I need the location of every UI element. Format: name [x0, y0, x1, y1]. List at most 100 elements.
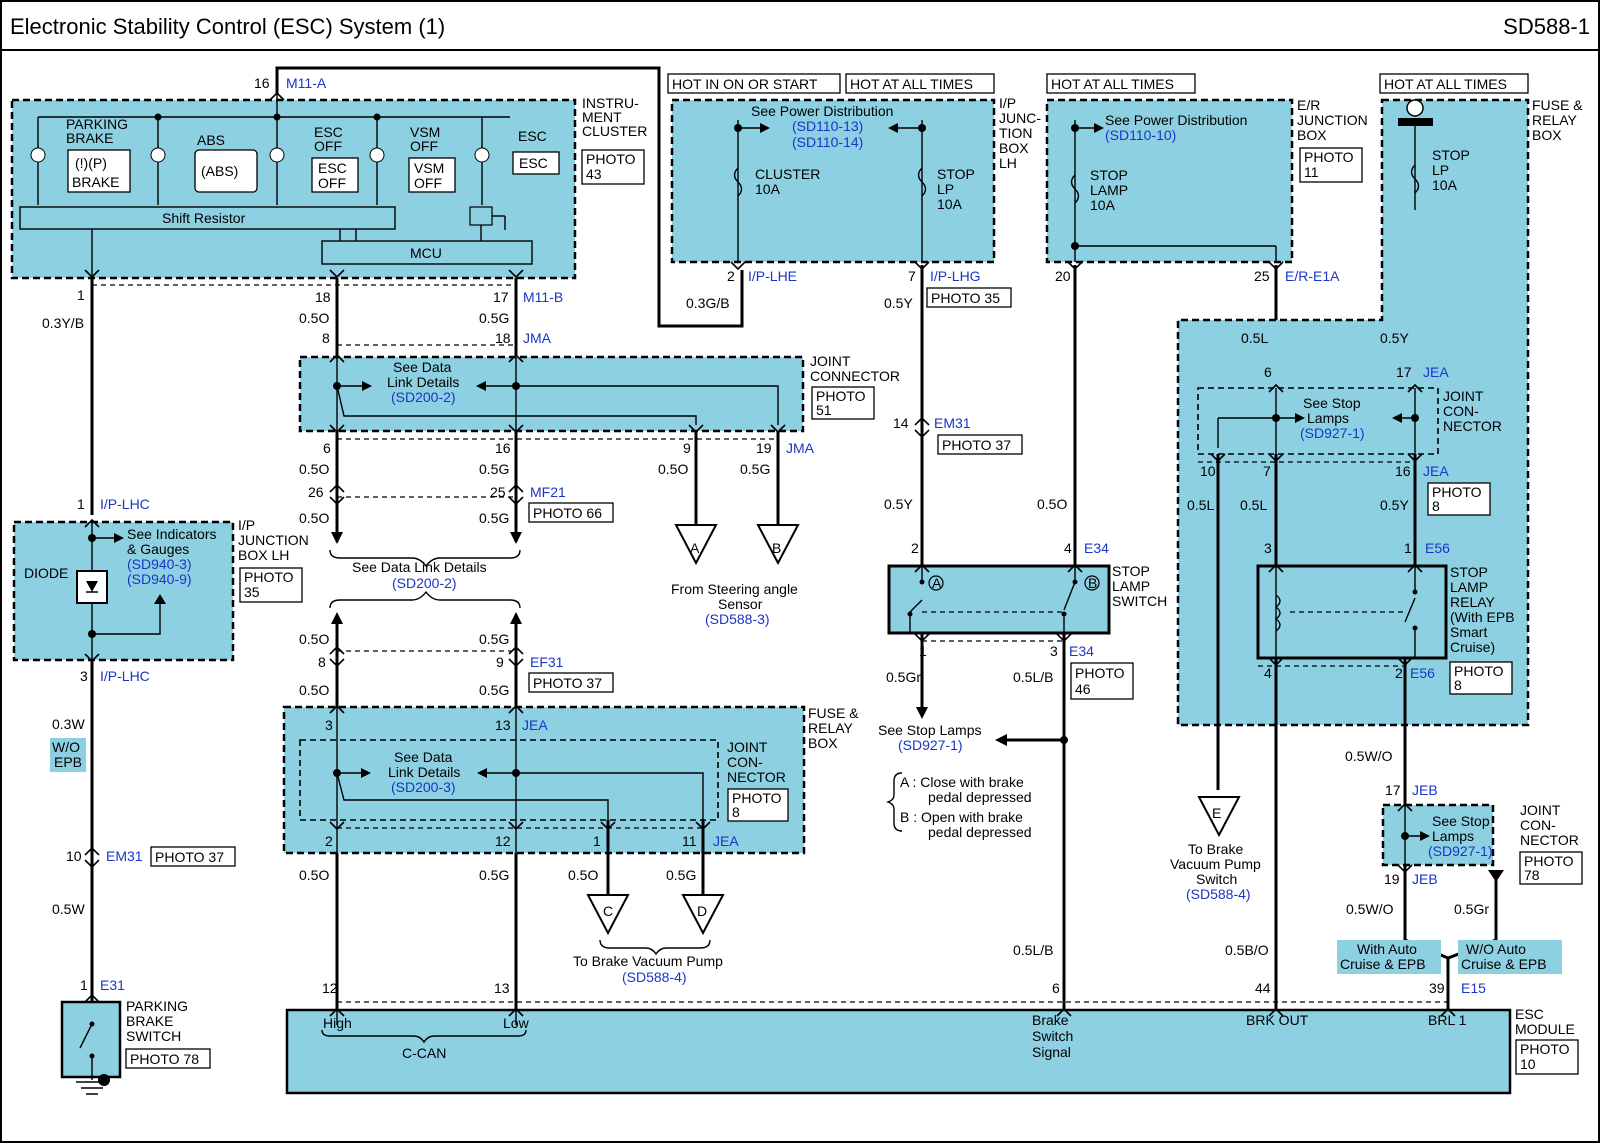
erjb-photo-box	[1299, 147, 1363, 183]
relay-conn-e56-bottom: E56	[1410, 665, 1435, 681]
jma-label-2: CONNECTOR	[810, 368, 900, 384]
pin-17: 17	[493, 289, 509, 305]
jc2-wire-05l-2: 0.5L	[1240, 497, 1267, 513]
jma-photo-2: 51	[816, 402, 832, 418]
note-brace	[885, 772, 903, 832]
vsm-label-2: OFF	[410, 138, 438, 154]
esc-pin-39: 39	[1429, 980, 1445, 996]
ef31-wire-2: 0.5G	[479, 631, 509, 647]
jeb-pin-19: 19	[1384, 871, 1400, 887]
jma-pin-9: 9	[683, 440, 691, 456]
em31-pin-14: 14	[893, 415, 909, 431]
frb2-see-1: See Data	[394, 749, 453, 765]
vsm-label-1: VSM	[410, 124, 440, 140]
pin-18: 18	[315, 289, 331, 305]
relay-pin-2: 2	[1395, 665, 1403, 681]
bvp-brace	[599, 939, 711, 956]
ipjb2-photo-1: PHOTO	[244, 569, 294, 585]
jma-pin-6: 6	[323, 440, 331, 456]
em31-conn: EM31	[934, 415, 971, 431]
jc2-conn-jea: JEA	[1423, 463, 1449, 479]
esc-module-box	[285, 1008, 1512, 1095]
jeb-internals	[1401, 805, 1504, 1010]
fuse-stoplp-3: 10A	[937, 196, 963, 212]
frb-fuse-1: STOP	[1432, 147, 1470, 163]
parking-brake-switch-box	[60, 1000, 122, 1079]
frb-label-1: FUSE &	[1532, 97, 1583, 113]
connector-c-letter: C	[603, 903, 613, 919]
jc2-see-1: See Stop	[1303, 395, 1361, 411]
fuse-relay-box-right	[1176, 98, 1530, 727]
ipjb-label-4: BOX	[999, 140, 1029, 156]
wo-epb-tag	[50, 738, 86, 772]
hot-on-start-box	[667, 73, 841, 94]
sls-b-symbol: B	[1088, 575, 1097, 591]
frb2-jc-label-1: JOINT	[727, 739, 768, 755]
wo-epb-2: EPB	[54, 754, 82, 770]
frb2-see-2: Link Details	[388, 764, 460, 780]
note-a-2: pedal depressed	[928, 789, 1032, 805]
vsm-box-1: VSM	[414, 160, 444, 176]
photo66-box	[528, 502, 614, 523]
sls-label-3: SWITCH	[1112, 593, 1167, 609]
sls-conn-e34-bottom: E34	[1069, 643, 1094, 659]
sls-photo-box	[1070, 662, 1134, 700]
esc-wire-05lb: 0.5L/B	[1013, 942, 1053, 958]
ipjb-label-2: JUNC-	[999, 110, 1041, 126]
diode-label: DIODE	[24, 565, 68, 581]
fuse-relay-box-lower	[282, 705, 806, 855]
relay-out-wires	[1258, 658, 1407, 1010]
jeb-see-2: Lamps	[1432, 828, 1474, 844]
esc-label-2: MODULE	[1515, 1021, 1575, 1037]
sls-pin-4: 4	[1064, 540, 1072, 556]
ipjb-label-5: LH	[999, 155, 1017, 171]
relay-label-4: (With EPB	[1450, 609, 1515, 625]
mcu-label: MCU	[410, 245, 442, 261]
connector-e-letter: E	[1212, 805, 1221, 821]
jeb-wire-05gr: 0.5Gr	[1454, 901, 1489, 917]
jma-pin-19: 19	[756, 440, 772, 456]
hot-all-1-box	[845, 73, 995, 94]
ipjb2-pin-1: 1	[77, 496, 85, 512]
em31-left-photo: PHOTO 37	[155, 849, 224, 865]
sas-label-2: Sensor	[718, 596, 763, 612]
jeb-conn-bottom: JEB	[1412, 871, 1438, 887]
conn-ere1a: E/R-E1A	[1285, 268, 1340, 284]
frb2-wire-4: 0.5G	[666, 867, 696, 883]
stop-lamp-switch-box	[887, 564, 1111, 635]
ipjb2-wire-05w: 0.5W	[52, 901, 85, 917]
frb2-wire-2: 0.5G	[479, 867, 509, 883]
ipjb2-see-1: See Indicators	[127, 526, 217, 542]
esc-ccan: C-CAN	[402, 1045, 446, 1061]
erjb-ref: (SD110-10)	[1105, 127, 1176, 143]
jc2-label-2: CON-	[1443, 403, 1479, 419]
pb-label-1: PARKING	[66, 116, 128, 132]
frb-fuse-2: LP	[1432, 162, 1449, 178]
sls-pin-2: 2	[911, 540, 919, 556]
erjb-photo-2: 11	[1304, 164, 1319, 180]
ef31-conn: EF31	[530, 654, 564, 670]
connector-d-letter: D	[697, 903, 707, 919]
ef31-wire-4: 0.5G	[479, 682, 509, 698]
shift-resistor-label: Shift Resistor	[162, 210, 246, 226]
sls-photo-1: PHOTO	[1075, 665, 1125, 681]
sas-ref: (SD588-3)	[705, 611, 770, 627]
jc2-label-1: JOINT	[1443, 388, 1484, 404]
ipjb2-pin-3: 3	[80, 668, 88, 684]
frb-fuse-3: 10A	[1432, 177, 1458, 193]
frb2-pin-13: 13	[495, 717, 511, 733]
sls-label-1: STOP	[1112, 563, 1150, 579]
ipjb-ref-110-13: (SD110-13)	[792, 118, 863, 134]
joint-connector-jea-right	[1197, 387, 1439, 455]
connector-a-letter: A	[690, 540, 700, 556]
jc2-wire-05y: 0.5Y	[1380, 497, 1409, 513]
sls-ref: (SD927-1)	[898, 737, 963, 753]
hot-all-times-3: HOT AT ALL TIMES	[1384, 76, 1507, 92]
jeb-see-1: See Stop	[1432, 813, 1490, 829]
jma-pin-16: 16	[495, 440, 511, 456]
jeb-wire-05wo: 0.5W/O	[1345, 748, 1393, 764]
pbs-label-1: PARKING	[126, 998, 188, 1014]
hot-all-times-2: HOT AT ALL TIMES	[1051, 76, 1174, 92]
esc-box: ESC	[519, 155, 548, 171]
